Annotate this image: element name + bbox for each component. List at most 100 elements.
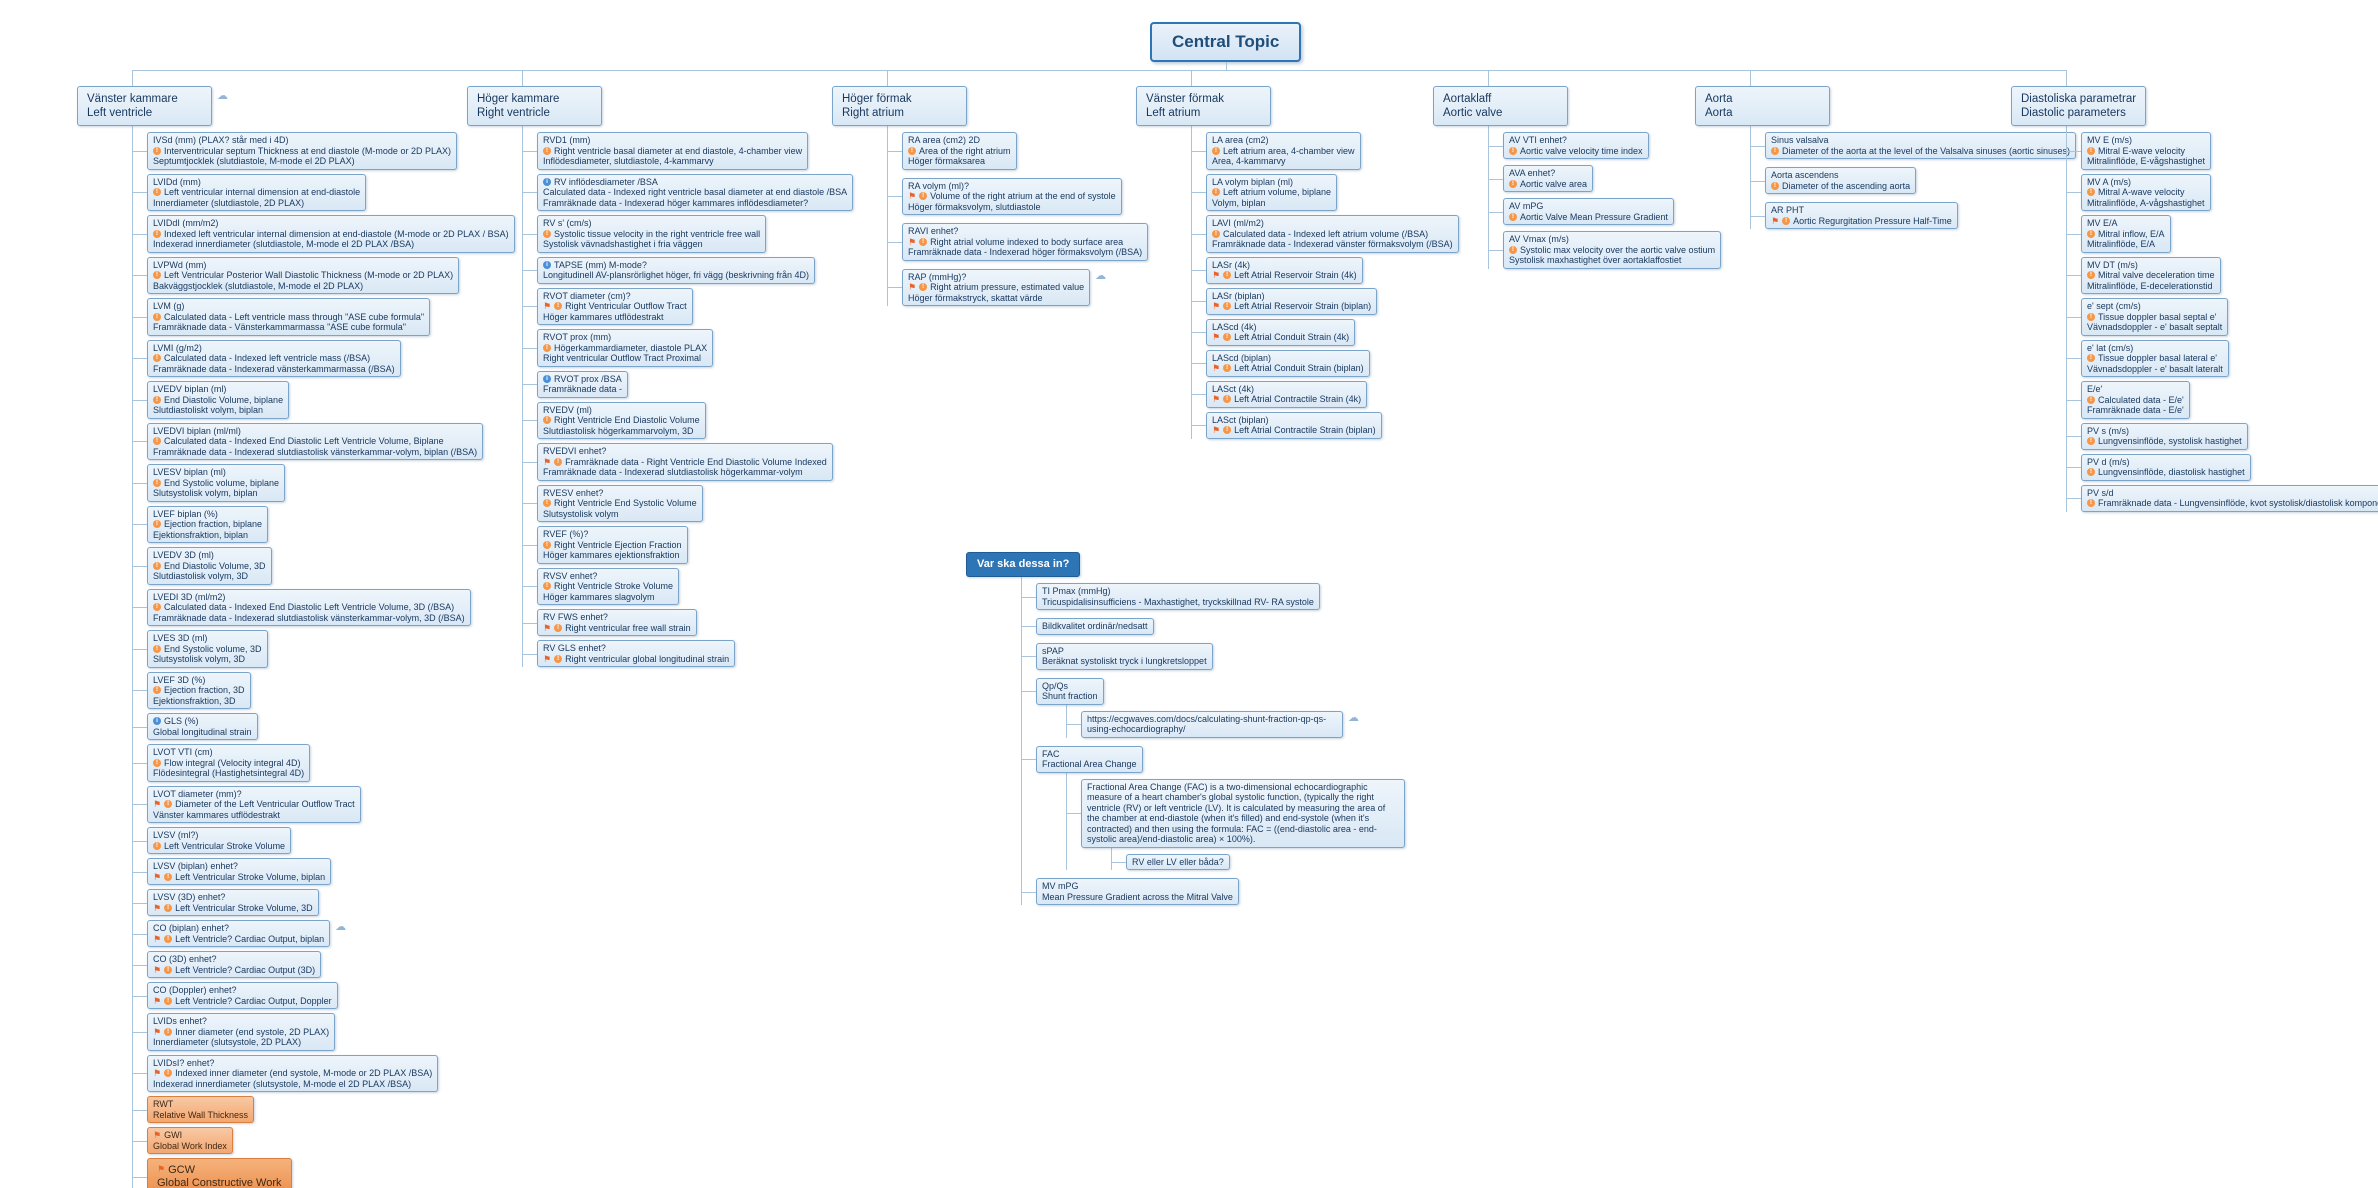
topic-node[interactable]: LVOT VTI (cm)!Flow integral (Velocity in…: [132, 744, 311, 782]
topic-node[interactable]: AV VTI enhet?!Aortic valve velocity time…: [1489, 132, 1649, 159]
topic-node[interactable]: LVMI (g/m2)!Calculated data - Indexed le…: [133, 339, 401, 377]
topic-node[interactable]: LA area (cm2)!Left atrium area, 4-chambe…: [1192, 132, 1361, 170]
topic-node[interactable]: LVSV (biplan) enhet?⚑!Left Ventricular S…: [132, 858, 332, 885]
topic-node[interactable]: RA area (cm2) 2D!Area of the right atriu…: [888, 132, 1017, 170]
topic-node[interactable]: RAP (mmHg)?⚑!Right atrium pressure, esti…: [887, 268, 1106, 306]
topic-node[interactable]: PV d (m/s)!Lungvensinflöde, diastolisk h…: [2067, 453, 2251, 481]
topic-node[interactable]: CO (3D) enhet?⚑!Left Ventricle? Cardiac …: [132, 951, 322, 978]
topic-node[interactable]: PV s (m/s)!Lungvensinflöde, systolisk ha…: [2067, 422, 2248, 450]
topic-node[interactable]: PV s/d!Framräknade data - Lungvensinflöd…: [2067, 484, 2378, 512]
topic-node[interactable]: RA volym (ml)?⚑!Volume of the right atri…: [888, 177, 1122, 215]
topic-node[interactable]: LVOT diameter (mm)?⚑!Diameter of the Lef…: [133, 785, 361, 823]
note-node[interactable]: Fractional Area Change (FAC) is a two-di…: [1067, 778, 1405, 848]
topic-node[interactable]: RVESV enhet?!Right Ventricle End Systoli…: [523, 484, 703, 522]
topic-node[interactable]: E/e'!Calculated data - E/e'Framräknade d…: [2067, 381, 2190, 419]
topic-node[interactable]: LASct (biplan)⚑!Left Atrial Contractile …: [1192, 411, 1382, 439]
topic-node[interactable]: LASct (4k)⚑!Left Atrial Contractile Stra…: [1191, 380, 1368, 408]
topic-desc: Framräknade data - Indexerad höger kamma…: [543, 197, 809, 208]
link-node[interactable]: https://ecgwaves.com/docs/calculating-sh…: [1067, 710, 1359, 738]
topic-node[interactable]: CO (biplan) enhet?⚑!Left Ventricle? Card…: [132, 920, 346, 947]
topic-node[interactable]: e' sept (cm/s)!Tissue doppler basal sept…: [2066, 298, 2229, 336]
topic-node[interactable]: LA volym biplan (ml)!Left atrium volume,…: [1191, 173, 1338, 211]
topic-desc: Right ventricular Outflow Tract Proximal: [543, 353, 702, 363]
topic-node[interactable]: RV FWS enhet?⚑!Right ventricular free wa…: [523, 609, 697, 636]
topic-node[interactable]: RVOT prox (mm)!Högerkammardiameter, dias…: [522, 329, 714, 367]
topic-desc: ⚑!Left Ventricular Stroke Volume, 3D: [153, 902, 313, 913]
topic-node[interactable]: LVIDs enhet?⚑!Inner diameter (end systol…: [132, 1013, 336, 1051]
warning-icon: !: [2087, 312, 2095, 321]
topic-node[interactable]: LAScd (biplan)⚑!Left Atrial Conduit Stra…: [1192, 349, 1370, 377]
floating-topic[interactable]: Var ska dessa in?: [966, 552, 1081, 577]
topic-node[interactable]: LVEF biplan (%)!Ejection fraction, bipla…: [132, 505, 269, 543]
topic-node[interactable]: Sinus valsalva!Diameter of the aorta at …: [1751, 132, 2076, 159]
topic-desc: Mitralinflöde, E-decelerationstid: [2087, 280, 2213, 291]
warning-icon: !: [153, 271, 161, 279]
central-topic[interactable]: Central Topic: [1150, 22, 1302, 62]
topic-node[interactable]: RV s' (cm/s)!Systolic tissue velocity in…: [522, 215, 767, 253]
topic-node[interactable]: MV DT (m/s)!Mitral valve deceleration ti…: [2067, 256, 2221, 294]
topic-node[interactable]: Bildkvalitet ordinär/nedsatt: [1022, 618, 1154, 635]
topic-node[interactable]: RVOT diameter (cm)?⚑!Right Ventricular O…: [523, 287, 693, 325]
topic-node[interactable]: IVSd (mm) (PLAX? står med i 4D)!Interven…: [133, 132, 457, 170]
topic-node[interactable]: LVIDsI? enhet?⚑!Indexed inner diameter (…: [132, 1054, 439, 1092]
topic-node[interactable]: AV Vmax (m/s)!Systolic max velocity over…: [1488, 231, 1722, 269]
topic-node[interactable]: LVSV (ml?)!Left Ventricular Stroke Volum…: [132, 827, 292, 854]
topic-node[interactable]: AR PHT⚑!Aortic Regurgitation Pressure Ha…: [1751, 202, 1958, 229]
topic-node[interactable]: LVPWd (mm)!Left Ventricular Posterior Wa…: [132, 256, 460, 294]
topic-desc: !Systolic max velocity over the aortic v…: [1509, 245, 1715, 256]
topic-node[interactable]: LAScd (4k)⚑!Left Atrial Conduit Strain (…: [1191, 318, 1356, 346]
topic-node[interactable]: e' lat (cm/s)!Tissue doppler basal later…: [2067, 339, 2229, 377]
topic-title: LAScd (biplan): [1212, 352, 1272, 363]
topic-node[interactable]: RV GLS enhet?⚑!Right ventricular global …: [522, 640, 736, 667]
topic-node[interactable]: RVEDVI enhet?⚑!Framräknade data - Right …: [523, 443, 833, 481]
topic-node[interactable]: LASr (biplan)⚑!Left Atrial Reservoir Str…: [1191, 287, 1378, 315]
topic-node[interactable]: LAVI (ml/m2)!Calculated data - Indexed l…: [1192, 215, 1459, 253]
topic-title: RVOT prox (mm): [543, 332, 612, 342]
topic: E/e'!Calculated data - E/e'Framräknade d…: [2067, 381, 2378, 419]
topic-node[interactable]: RVSV enhet?!Right Ventricle Stroke Volum…: [522, 567, 680, 605]
topic-node[interactable]: RVEDV (ml)!Right Ventricle End Diastolic…: [523, 401, 706, 439]
topic-node[interactable]: LVSV (3D) enhet?⚑!Left Ventricular Strok…: [133, 889, 319, 916]
topic-node[interactable]: LVIDd (mm)!Left ventricular internal dim…: [132, 173, 367, 211]
topic-node[interactable]: Aorta ascendens!Diameter of the ascendin…: [1750, 167, 1917, 194]
topic-node[interactable]: LVEDV biplan (ml)!End Diastolic Volume, …: [132, 381, 290, 419]
topic-node[interactable]: LVEDVI biplan (ml/ml)!Calculated data - …: [132, 422, 484, 460]
topic-node[interactable]: LVESV biplan (ml)!End Systolic volume, b…: [132, 464, 286, 502]
topic-node[interactable]: RAVI enhet?⚑!Right atrial volume indexed…: [887, 223, 1149, 261]
topic-node[interactable]: TI Pmax (mmHg)Tricuspidalisinsufficiens …: [1022, 583, 1320, 610]
topic-node[interactable]: RVEF (%)?!Right Ventricle Ejection Fract…: [523, 526, 688, 564]
topic-node[interactable]: LVIDdI (mm/m2)!Indexed left ventricular …: [133, 215, 515, 253]
topic-node[interactable]: RV eller LV eller båda?: [1112, 853, 1230, 870]
topic-node[interactable]: LASr (4k)⚑!Left Atrial Reservoir Strain …: [1192, 256, 1363, 284]
topic-node[interactable]: LVEDI 3D (ml/m2)!Calculated data - Index…: [133, 588, 471, 626]
topic-node[interactable]: RVD1 (mm)!Right ventricle basal diameter…: [522, 132, 809, 170]
topic-node[interactable]: CO (Doppler) enhet?⚑!Left Ventricle? Car…: [133, 982, 338, 1009]
topic-node[interactable]: AV mPG!Aortic Valve Mean Pressure Gradie…: [1489, 198, 1674, 225]
topic-node[interactable]: AVA enhet?!Aortic valve area: [1488, 165, 1594, 192]
topic-node[interactable]: LVM (g)!Calculated data - Left ventricle…: [132, 298, 431, 336]
